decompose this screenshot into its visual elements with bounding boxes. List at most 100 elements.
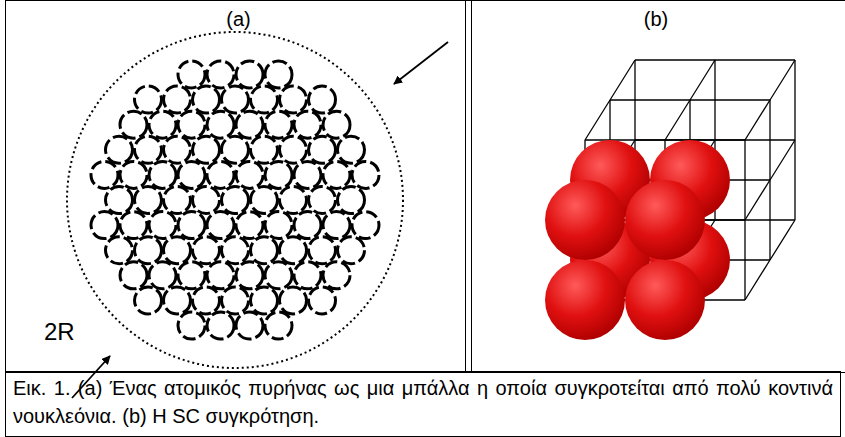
- figure-caption: Εικ. 1. (a) Ένας ατομικός πυρήνας ως μια…: [6, 372, 840, 433]
- nucleon: [251, 287, 278, 314]
- nucleon: [265, 161, 292, 188]
- nucleon: [251, 136, 278, 163]
- lattice-line: [770, 220, 795, 260]
- nucleon: [236, 312, 263, 339]
- nucleon: [164, 187, 191, 214]
- nucleon: [309, 136, 336, 163]
- nucleon: [309, 287, 336, 314]
- lattice-line: [769, 180, 770, 260]
- nucleon: [222, 86, 249, 113]
- nucleon: [323, 111, 350, 138]
- nucleon: [352, 161, 379, 188]
- lattice-line: [665, 139, 745, 140]
- lattice-line: [665, 100, 690, 140]
- nucleon: [207, 111, 234, 138]
- nucleon: [236, 262, 263, 289]
- lattice-line: [610, 60, 635, 100]
- nucleon: [309, 187, 336, 214]
- nucleon: [294, 161, 321, 188]
- nucleon: [265, 111, 292, 138]
- nucleon: [265, 61, 292, 88]
- nucleon: [149, 262, 176, 289]
- nucleon: [207, 212, 234, 239]
- nucleon: [280, 136, 307, 163]
- nucleon: [193, 237, 220, 264]
- nucleon: [149, 161, 176, 188]
- nucleon: [91, 161, 118, 188]
- lattice-line: [745, 100, 770, 140]
- lattice-line: [635, 59, 715, 60]
- nucleon: [280, 287, 307, 314]
- nucleon: [352, 212, 379, 239]
- lattice-line: [745, 180, 770, 220]
- nucleon: [149, 111, 176, 138]
- figure-panel: (b): [465, 0, 845, 373]
- nucleon: [222, 287, 249, 314]
- figure-panel: (a): [5, 0, 472, 373]
- nucleon: [338, 187, 365, 214]
- nucleon: [251, 237, 278, 264]
- lattice-line: [769, 100, 770, 180]
- lattice-line: [744, 220, 745, 300]
- nucleon: [135, 287, 162, 314]
- lattice-line: [715, 59, 795, 60]
- lattice-line: [794, 60, 795, 140]
- nucleon: [294, 212, 321, 239]
- lattice-line: [770, 140, 795, 180]
- nucleon: [106, 237, 133, 264]
- atom-sphere: [625, 260, 705, 340]
- nucleus-boundary: [67, 32, 403, 368]
- nucleon: [222, 187, 249, 214]
- nucleon: [236, 161, 263, 188]
- nucleon: [164, 287, 191, 314]
- lattice-line: [794, 140, 795, 220]
- nucleon: [265, 312, 292, 339]
- panel-letter: (a): [6, 1, 471, 31]
- nucleon: [164, 237, 191, 264]
- lattice-line: [610, 99, 690, 100]
- nucleon: [193, 86, 220, 113]
- nucleon: [236, 61, 263, 88]
- nucleon: [164, 136, 191, 163]
- nucleon: [338, 136, 365, 163]
- lattice-line: [744, 140, 745, 220]
- nucleon: [178, 61, 205, 88]
- nucleon: [120, 262, 147, 289]
- nucleon: [323, 212, 350, 239]
- nucleon: [120, 212, 147, 239]
- nucleon: [236, 212, 263, 239]
- nucleon: [309, 86, 336, 113]
- nucleon: [178, 111, 205, 138]
- lattice-line: [745, 260, 770, 300]
- nucleon: [207, 61, 234, 88]
- nucleon: [178, 312, 205, 339]
- nucleon: [193, 136, 220, 163]
- nucleon: [265, 212, 292, 239]
- nucleon: [207, 312, 234, 339]
- nucleon: [251, 86, 278, 113]
- nucleon: [120, 111, 147, 138]
- nucleon: [164, 86, 191, 113]
- nucleon: [265, 262, 292, 289]
- caption-cell: Εικ. 1. (a) Ένας ατομικός πυρήνας ως μια…: [5, 371, 841, 437]
- atom-sphere: [545, 180, 625, 260]
- nucleon: [135, 136, 162, 163]
- nucleon: [280, 86, 307, 113]
- nucleon: [294, 111, 321, 138]
- nucleon: [309, 237, 336, 264]
- nucleon: [106, 136, 133, 163]
- nucleon: [135, 86, 162, 113]
- nucleon: [91, 212, 118, 239]
- nucleon: [323, 262, 350, 289]
- nucleon: [178, 262, 205, 289]
- lattice-line: [690, 60, 715, 100]
- nucleon: [120, 161, 147, 188]
- nucleon: [193, 287, 220, 314]
- nucleon: [207, 161, 234, 188]
- nucleon: [251, 187, 278, 214]
- nucleon: [193, 187, 220, 214]
- nucleon: [236, 111, 263, 138]
- nucleus-drawing: [91, 61, 379, 339]
- nucleon: [294, 262, 321, 289]
